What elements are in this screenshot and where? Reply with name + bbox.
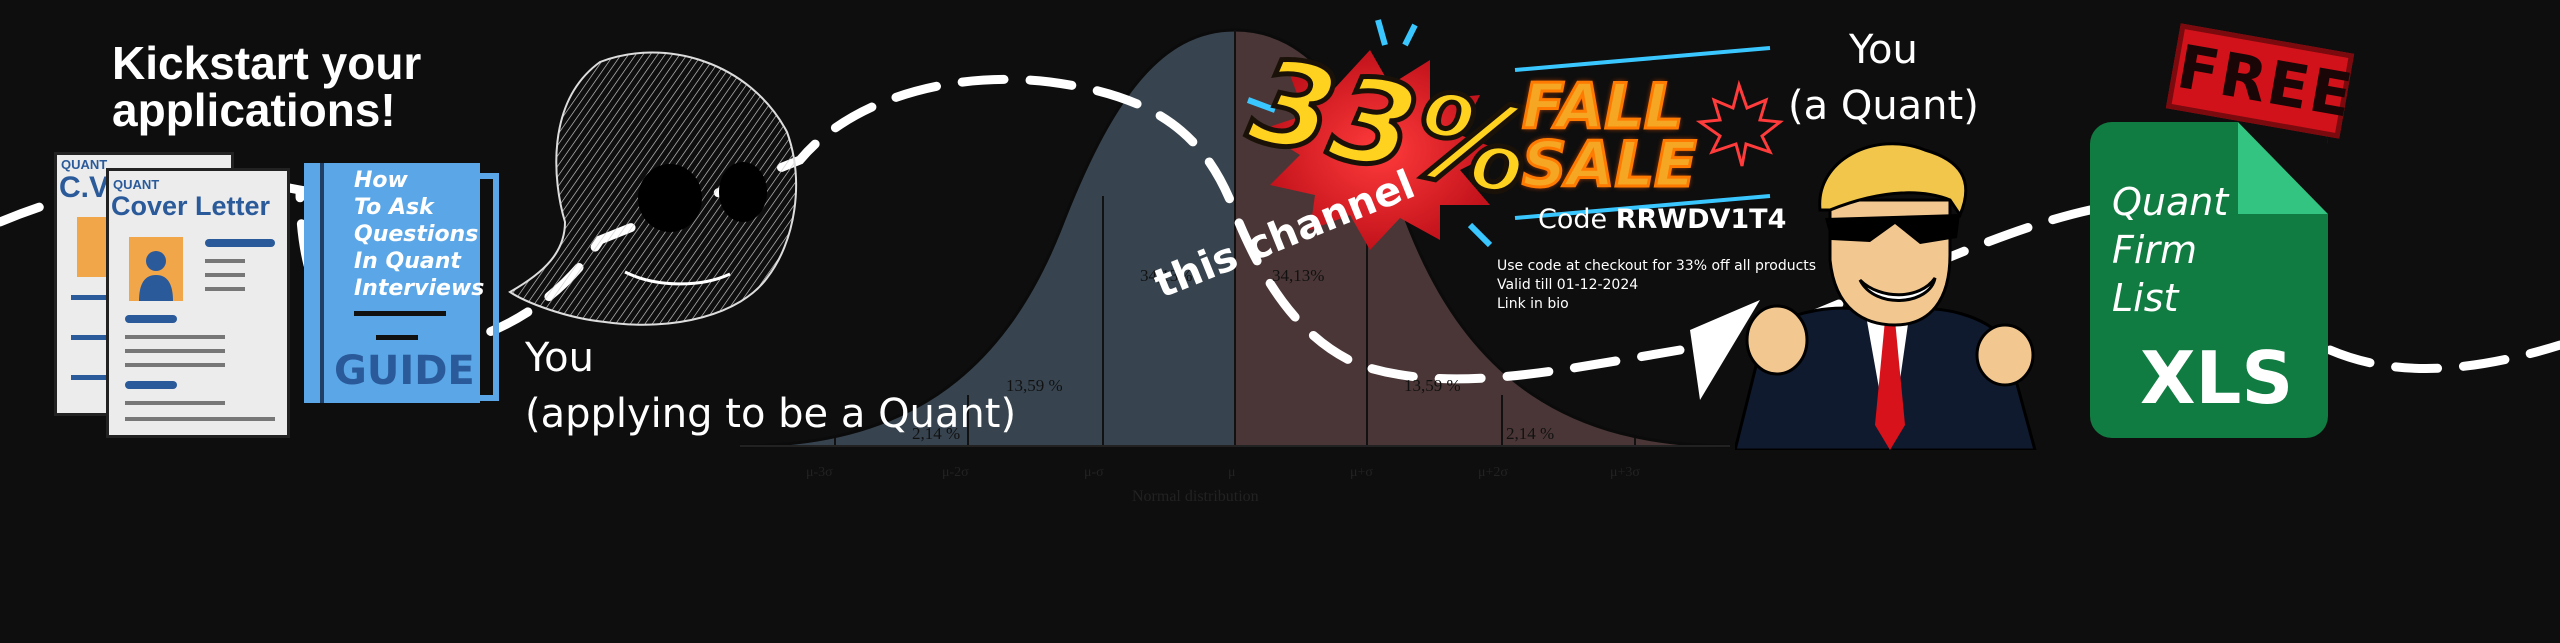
cv-title: C.V. (59, 171, 115, 204)
pct-label-5: 13,59 % (1404, 376, 1461, 395)
pct-label-1: 2,14 % (912, 424, 961, 443)
firm-list-line-3: List (2112, 276, 2179, 320)
fall-sale-line-2: SALE (1521, 128, 1698, 201)
tick-label-7: μ+3σ (1610, 465, 1640, 480)
you-quant-line-2: (a Quant) (1788, 83, 1979, 129)
person-icon (129, 237, 183, 301)
firm-list-line-2: Firm (2112, 228, 2198, 272)
guide-label: GUIDE (334, 348, 475, 394)
interview-guide: How To Ask Questions In Quant Interviews… (304, 163, 484, 403)
fall-sale-line-1: FALL (1521, 70, 1685, 143)
you-applicant-line-1: You (525, 335, 594, 381)
guide-title: How To Ask Questions In Quant Interviews (354, 168, 485, 301)
arrow-icon (1690, 300, 1760, 400)
burst-shape (1260, 50, 1500, 250)
promo-code-line: Code RRWDV1T4 (1538, 204, 1786, 235)
tick-label-6: μ+2σ (1478, 465, 1508, 480)
headline-line-2: applications! (112, 84, 396, 136)
bell-fill-left (740, 30, 1235, 446)
tick-label-4: μ (1228, 465, 1236, 480)
cover-letter-document: QUANT Cover Letter (106, 168, 290, 438)
fold-corner-icon (2238, 122, 2328, 214)
pct-label-4: 34,13% (1272, 266, 1325, 285)
promo-detail-3: Link in bio (1497, 296, 1569, 312)
pct-label-6: 2,14 % (1506, 424, 1555, 443)
headline: Kickstart your applications! (112, 40, 421, 134)
cover-letter-tag: QUANT (113, 177, 160, 192)
promo-code-prefix: Code (1538, 204, 1608, 235)
xls-label: XLS (2140, 336, 2294, 420)
promo-detail-1: Use code at checkout for 33% off all pro… (1497, 258, 1817, 274)
cover-letter-title: Cover Letter (111, 191, 271, 221)
you-applicant-line-2: (applying to be a Quant) (525, 391, 1017, 437)
firm-list-title: Quant Firm List (2112, 178, 2228, 322)
promo-code: RRWDV1T4 (1615, 204, 1787, 235)
promo-details: Use code at checkout for 33% off all pro… (1497, 257, 1816, 314)
guide-bracket (478, 173, 499, 401)
tick-label-2: μ-2σ (942, 465, 969, 480)
tick-label-5: μ+σ (1350, 465, 1373, 480)
headline-line-1: Kickstart your (112, 37, 422, 89)
quant-cartoon-image (1735, 142, 2037, 450)
neon-line-top (1514, 46, 1771, 72)
burst-rays (1246, 19, 1493, 248)
promo-detail-2: Valid till 01-12-2024 (1497, 277, 1639, 293)
wojak-face-image (508, 51, 797, 326)
fall-sale-title: FALL SALE (1521, 70, 1698, 201)
you-quant-line-1: You (1848, 27, 1918, 73)
tick-label-1: μ-3σ (806, 465, 833, 480)
pct-label-3: 34,13% (1140, 266, 1193, 285)
dashed-path (0, 74, 1685, 384)
xls-file-icon[interactable]: Quant Firm List XLS (2090, 122, 2328, 438)
you-applicant-label: You (applying to be a Quant) (525, 330, 1016, 442)
axis-label: Normal distribution (1132, 488, 1259, 505)
firm-list-line-1: Quant (2112, 180, 2229, 224)
neon-line-bottom (1514, 194, 1771, 220)
tick-label-3: μ-σ (1084, 465, 1104, 480)
you-quant-label: You (a Quant) (1788, 22, 1979, 134)
cv-tag: QUANT (61, 157, 108, 172)
pct-label-2: 13,59 % (1006, 376, 1063, 395)
leaf-icon (1695, 80, 1784, 167)
